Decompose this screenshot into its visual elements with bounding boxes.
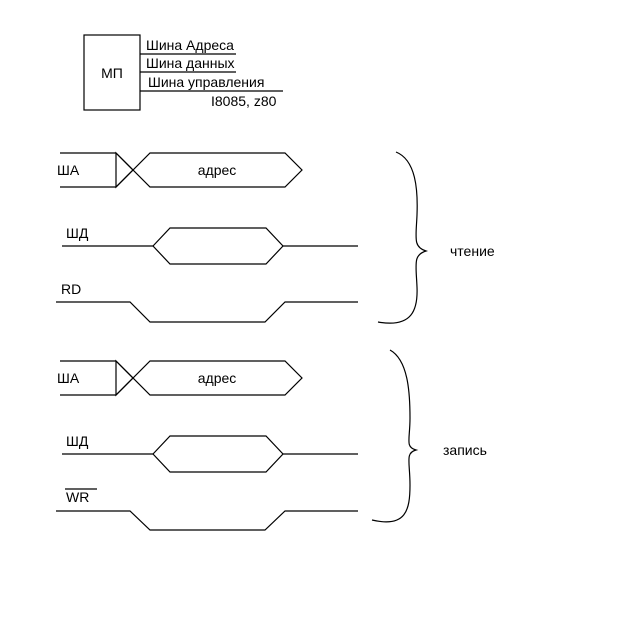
write-data-bus-valid	[152, 435, 284, 473]
read-strobe-label: RD	[61, 281, 81, 297]
write-data-bus-label: ШД	[66, 433, 89, 449]
address-bus-label: Шина Адреса	[146, 37, 234, 53]
write-address-value: адрес	[198, 370, 237, 386]
write-phase-label: запись	[443, 442, 487, 458]
read-brace	[377, 151, 429, 324]
read-cycle: ША адрес ШД RD чтение	[56, 151, 495, 324]
write-address-bus-valid	[115, 359, 303, 397]
processor-block: МП Шина Адреса Шина данных Шина управлен…	[83, 34, 283, 111]
processor-examples: I8085, z80	[211, 93, 277, 109]
read-address-value: адрес	[198, 162, 237, 178]
read-data-bus-valid	[152, 227, 284, 265]
write-strobe-label: WR	[66, 489, 89, 505]
read-phase-label: чтение	[450, 243, 495, 259]
read-address-bus-label: ША	[57, 162, 80, 178]
write-strobe-waveform	[56, 510, 358, 531]
control-bus-label: Шина управления	[148, 74, 264, 90]
data-bus-label: Шина данных	[146, 55, 235, 71]
read-strobe-waveform	[56, 301, 358, 323]
write-brace	[371, 349, 419, 523]
write-address-bus-label: ША	[57, 370, 80, 386]
write-cycle: ША адрес ШД WR запись	[56, 349, 487, 531]
processor-label: МП	[101, 65, 123, 81]
read-data-bus-label: ШД	[66, 225, 89, 241]
read-address-bus-valid	[115, 151, 303, 189]
